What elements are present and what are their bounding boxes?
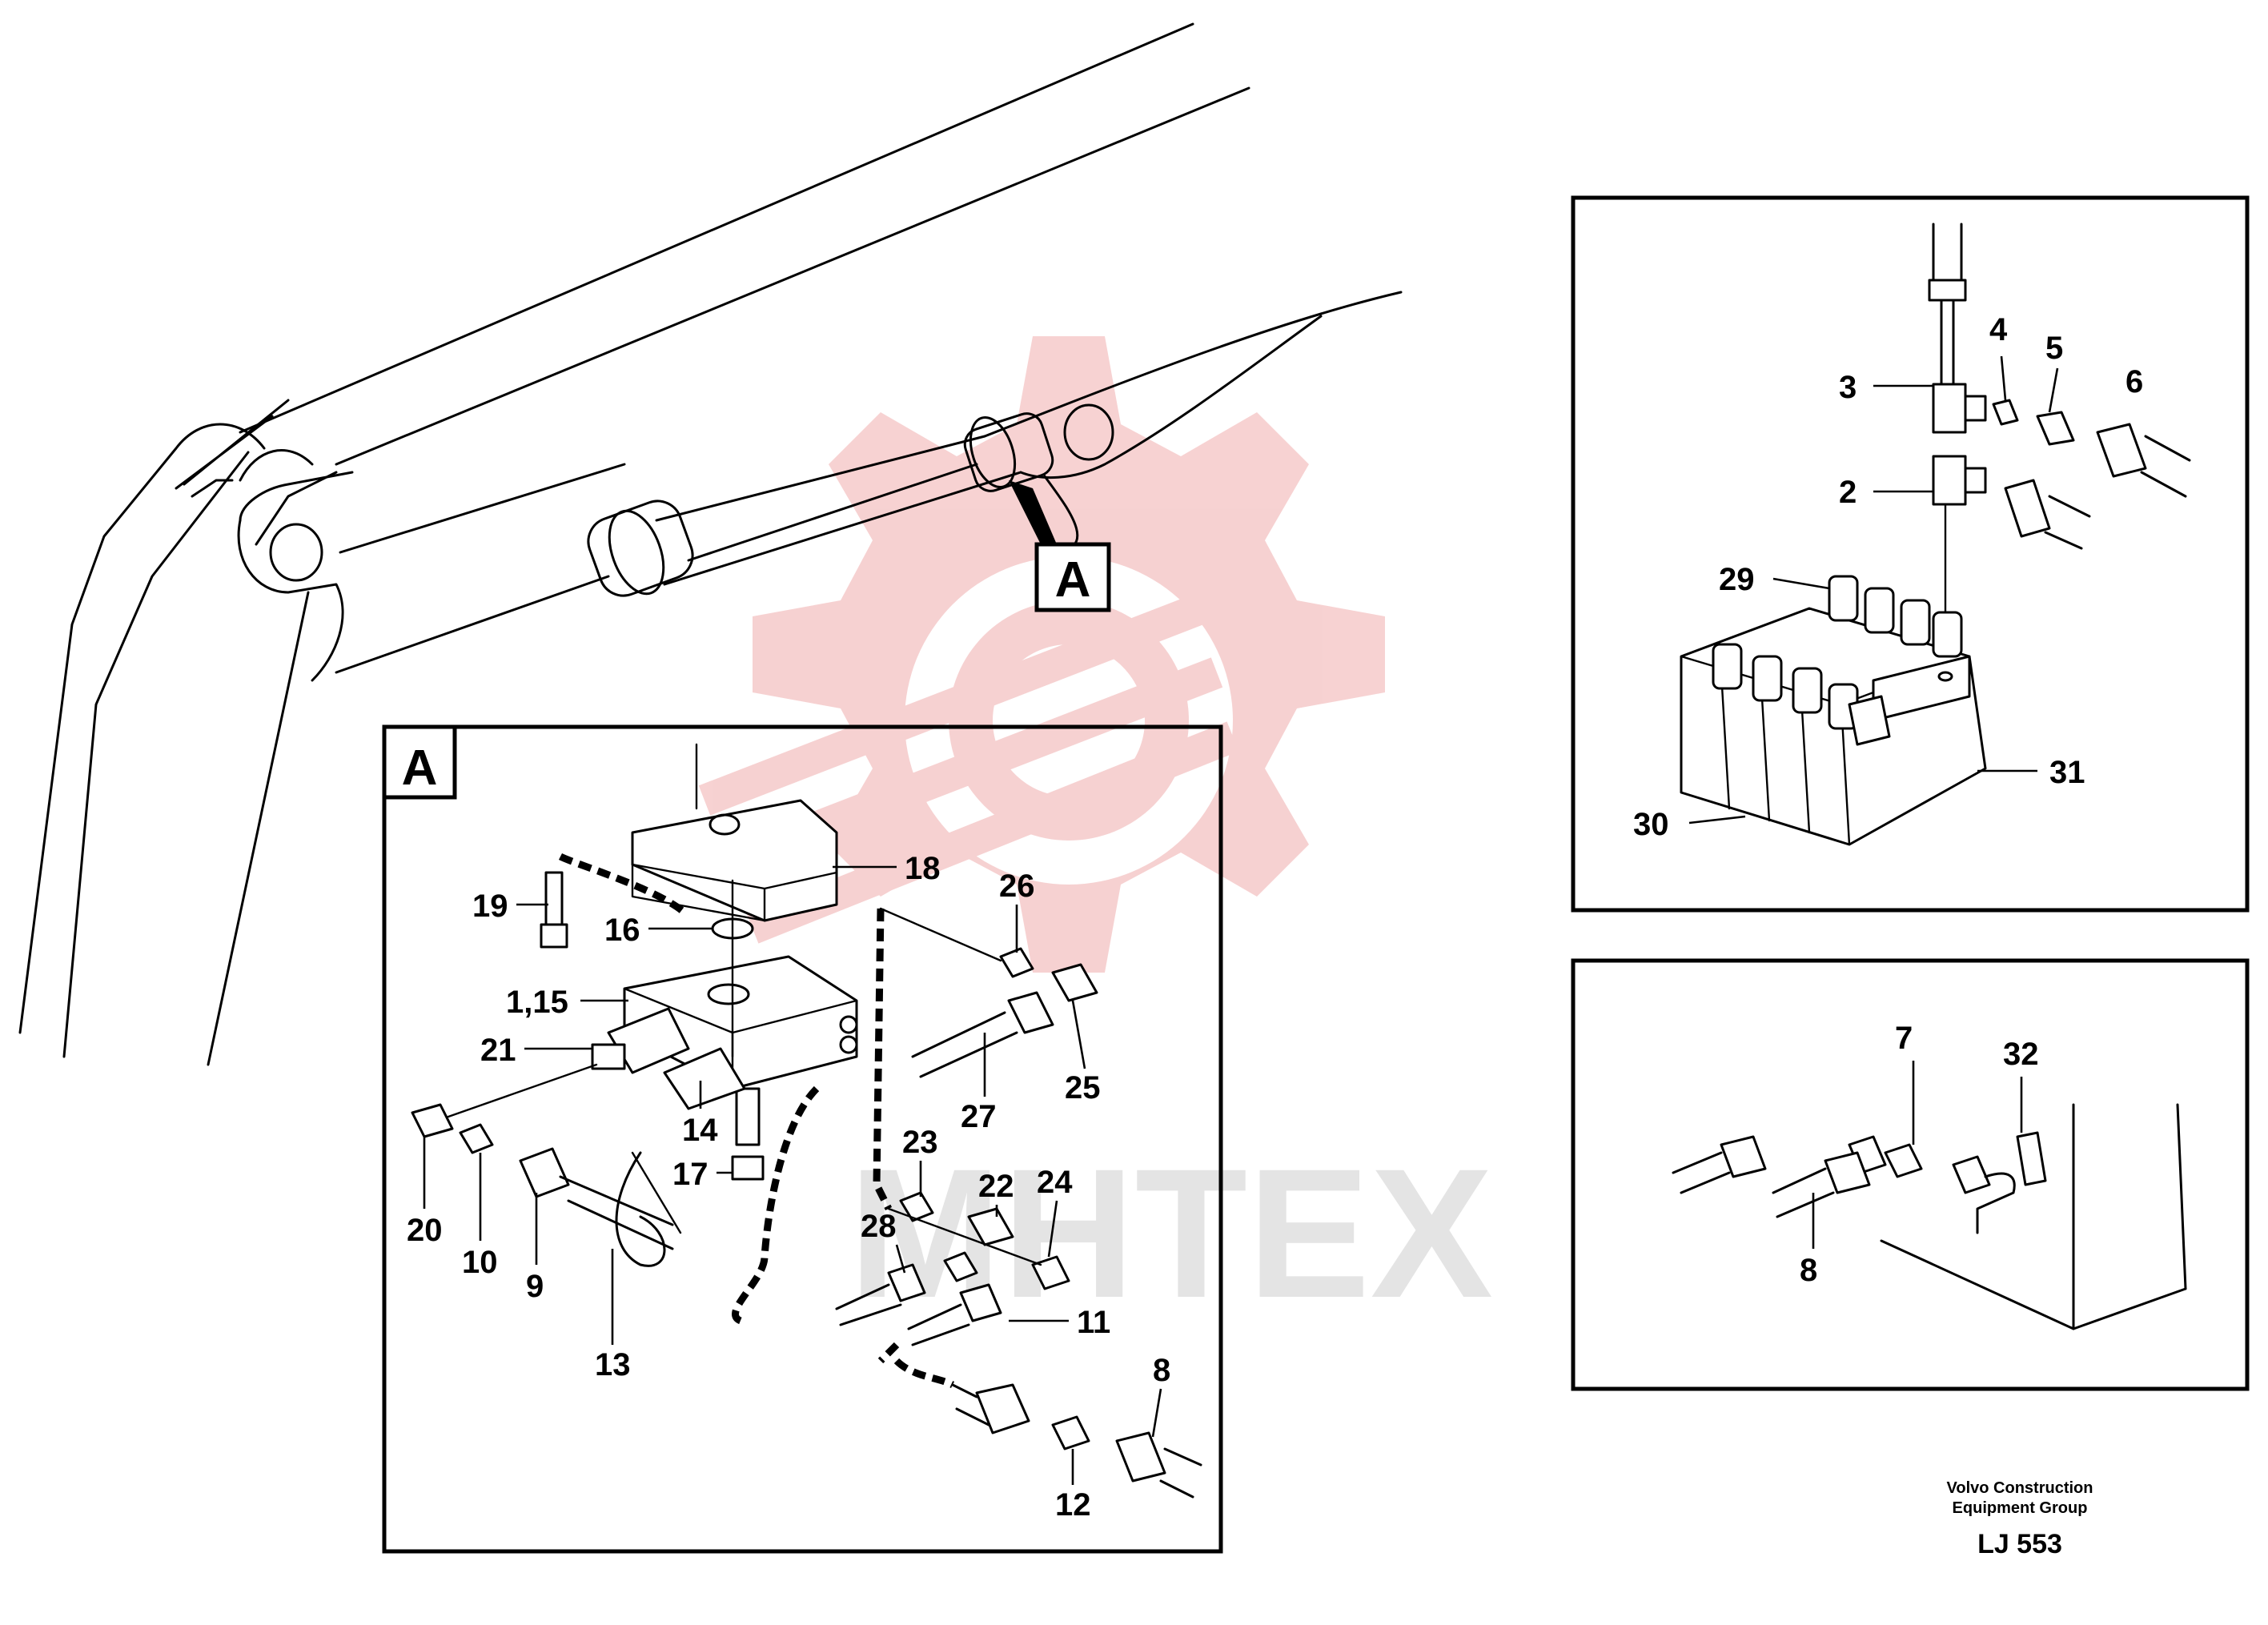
callout-9: 9 <box>526 1269 544 1304</box>
callout-1-15: 1,15 <box>506 985 568 1020</box>
callout-7: 7 <box>1895 1021 1913 1056</box>
callout-8-detail-a: 8 <box>1153 1353 1170 1388</box>
callout-11: 11 <box>1077 1305 1110 1340</box>
watermark-text: MHTEX <box>849 1130 1493 1336</box>
callout-6: 6 <box>2125 364 2143 399</box>
callout-16: 16 <box>604 913 640 948</box>
callout-28: 28 <box>861 1209 897 1244</box>
callout-13: 13 <box>595 1347 631 1382</box>
detail-a-marker-label: A <box>1055 552 1091 608</box>
valve-detail-panel <box>1571 195 2250 913</box>
callout-4: 4 <box>1989 312 2008 347</box>
company-name-line1: Volvo Construction <box>1947 1479 2093 1497</box>
callout-31: 31 <box>2049 755 2085 790</box>
detail-a-panel: A <box>382 724 1223 1554</box>
callout-23: 23 <box>902 1125 938 1160</box>
callout-26: 26 <box>999 869 1035 904</box>
footer: Volvo Construction Equipment Group LJ 55… <box>1947 1479 2093 1559</box>
company-name-line2: Equipment Group <box>1953 1499 2088 1517</box>
callout-25: 25 <box>1065 1070 1101 1105</box>
callout-8-connection: 8 <box>1800 1253 1817 1288</box>
callout-30: 30 <box>1633 807 1669 842</box>
part-callouts: 18 19 16 1,15 21 14 17 20 10 9 13 26 25 … <box>407 312 2143 1523</box>
callout-24: 24 <box>1037 1165 1073 1200</box>
callout-19: 19 <box>472 889 508 924</box>
callout-29: 29 <box>1719 562 1755 597</box>
callout-20: 20 <box>407 1213 443 1248</box>
callout-5: 5 <box>2045 331 2063 366</box>
callout-10: 10 <box>462 1245 498 1280</box>
callout-2: 2 <box>1839 475 1857 510</box>
callout-22: 22 <box>978 1169 1014 1204</box>
callout-27: 27 <box>961 1099 997 1134</box>
callout-3: 3 <box>1839 370 1857 405</box>
watermark-gear-logo <box>698 336 1385 973</box>
callout-18: 18 <box>905 851 941 886</box>
detail-a-heading: A <box>402 740 438 796</box>
drawing-code: LJ 553 <box>1977 1529 2062 1559</box>
callout-32: 32 <box>2003 1037 2039 1072</box>
callout-17: 17 <box>672 1157 708 1192</box>
callout-21: 21 <box>480 1033 516 1068</box>
callout-12: 12 <box>1055 1487 1091 1523</box>
detail-a-marker: A <box>1034 542 1111 612</box>
connection-detail-panel <box>1571 958 2250 1391</box>
callout-14: 14 <box>682 1113 718 1148</box>
boom-arm-illustration <box>18 22 1403 1066</box>
leader-lines <box>423 355 2059 1485</box>
